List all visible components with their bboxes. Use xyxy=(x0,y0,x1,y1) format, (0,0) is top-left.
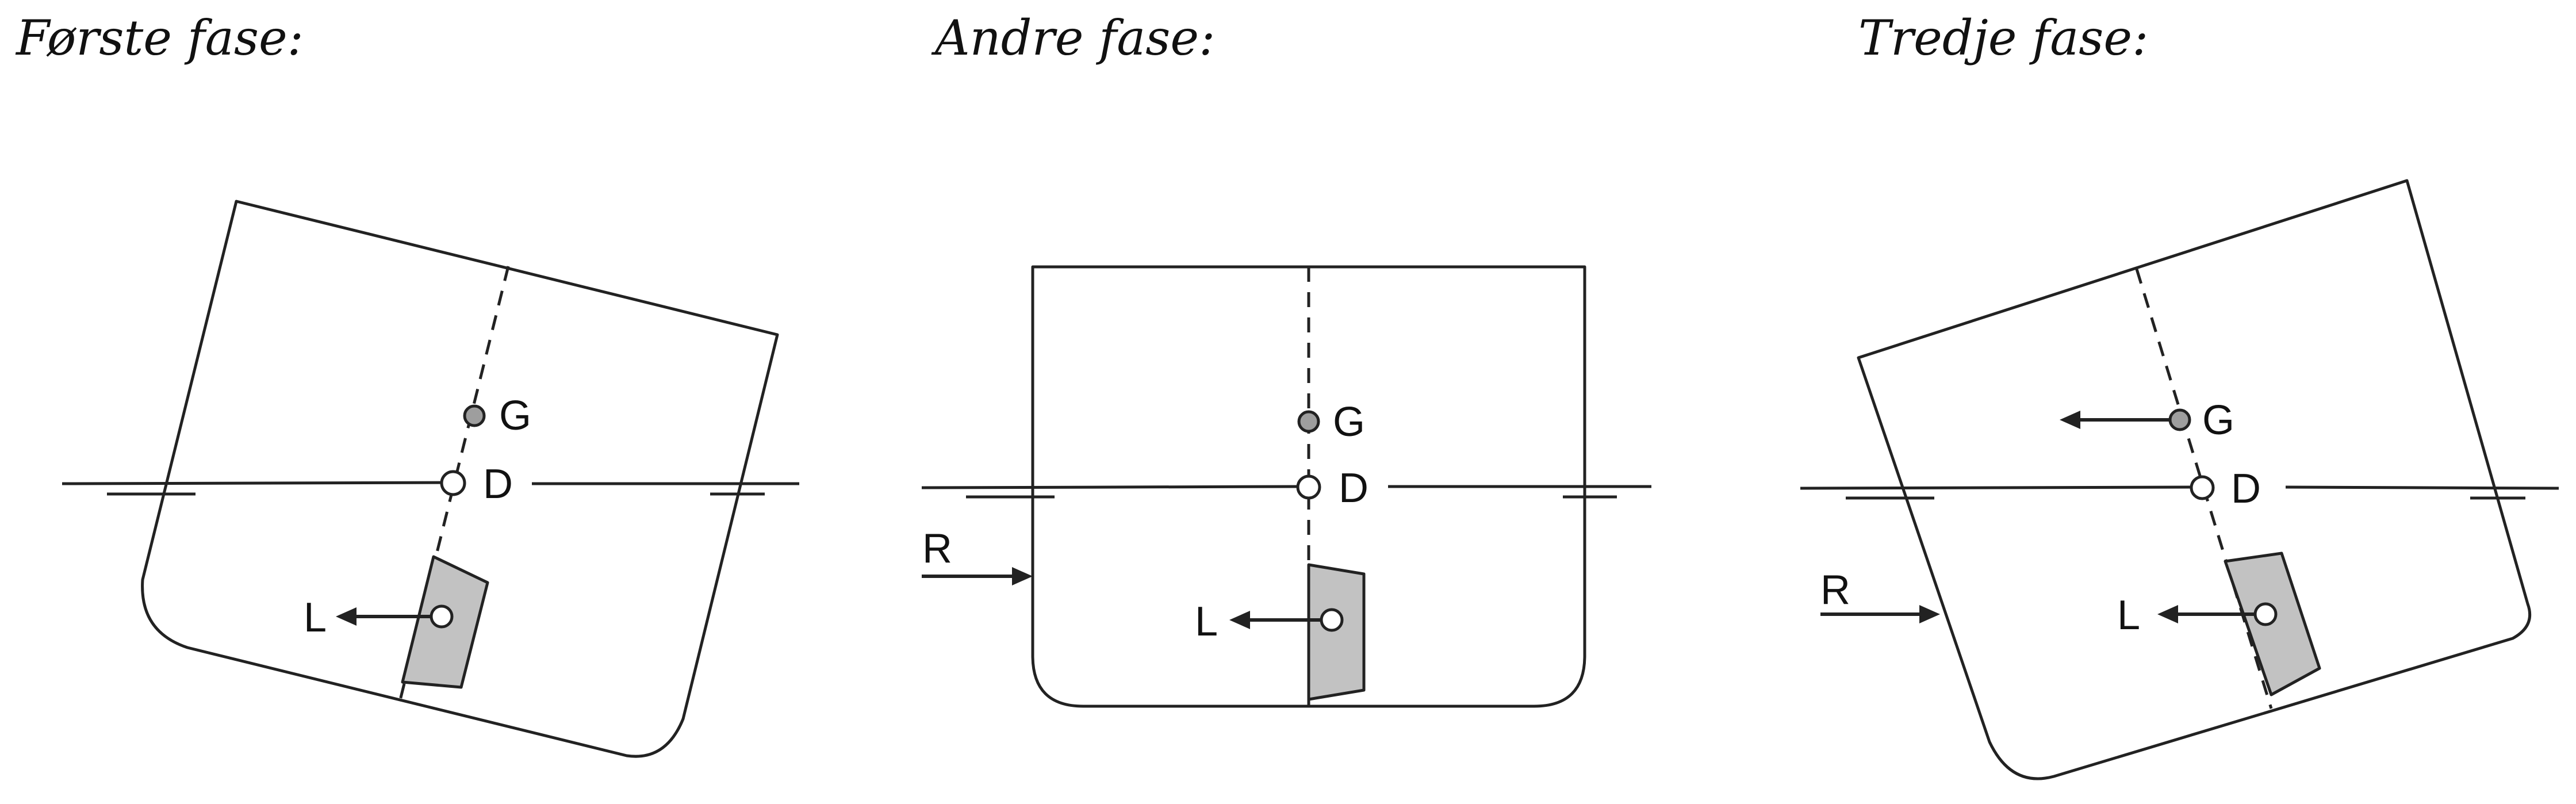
panel-3-l-label: L xyxy=(2117,592,2140,638)
panel-2-title: Andre fase: xyxy=(935,10,1216,66)
panel-3-d-point xyxy=(2190,475,2215,500)
panel-1-g-point xyxy=(463,404,486,427)
panel-3-g-label: G xyxy=(2202,397,2234,443)
panel-3-title: Tredje fase: xyxy=(1858,10,2149,66)
panel-1-d-label: D xyxy=(483,461,513,507)
panel-1-l-point xyxy=(430,604,454,629)
panel-2-d-point xyxy=(1296,474,1321,500)
panel-1-hull xyxy=(141,200,779,758)
panel-2-keel xyxy=(1307,563,1366,701)
panel-3-diagram: G D L R xyxy=(1800,179,2559,780)
panel-1-l-label: L xyxy=(304,595,327,641)
panel-3-keel xyxy=(2224,552,2321,696)
panel-3-d-label: D xyxy=(2231,466,2261,512)
panel-1-waterline-left xyxy=(62,481,454,485)
panel-2-l-arrow-head xyxy=(1229,611,1250,629)
panel-3-r-arrow-head xyxy=(1919,605,1940,623)
panel-3-g-point xyxy=(2168,408,2191,431)
panel-2-diagram: G D L R xyxy=(921,265,1651,708)
panel-3-hull xyxy=(1857,179,2532,780)
panel-1-title: Første fase: xyxy=(16,10,304,66)
panel-1-g-label: G xyxy=(499,393,531,439)
panel-2-g-label: G xyxy=(1333,399,1365,445)
panel-2-l-point xyxy=(1320,608,1344,632)
panel-3-l-arrow-head xyxy=(2157,605,2178,623)
panel-2-g-point xyxy=(1297,410,1320,433)
panel-2-d-label: D xyxy=(1339,465,1368,511)
panel-2-r-label: R xyxy=(922,526,952,572)
panel-3-waterline-left xyxy=(1800,485,2203,490)
panel-1-l-arrow-head xyxy=(336,607,356,626)
panel-3-waterline-right xyxy=(2285,485,2559,490)
panel-2-hull xyxy=(1031,265,1586,708)
panel-2-r-arrow-head xyxy=(1012,567,1033,585)
panel-3-r-label: R xyxy=(1820,567,1850,613)
panel-2-l-label: L xyxy=(1195,599,1218,645)
panel-3-g-arrow-head xyxy=(2060,411,2080,429)
panel-3-l-point xyxy=(2253,602,2278,626)
panel-1-diagram: G D L xyxy=(62,200,799,758)
panel-2-waterline-left xyxy=(921,485,1299,489)
panel-1-d-point xyxy=(440,470,466,496)
